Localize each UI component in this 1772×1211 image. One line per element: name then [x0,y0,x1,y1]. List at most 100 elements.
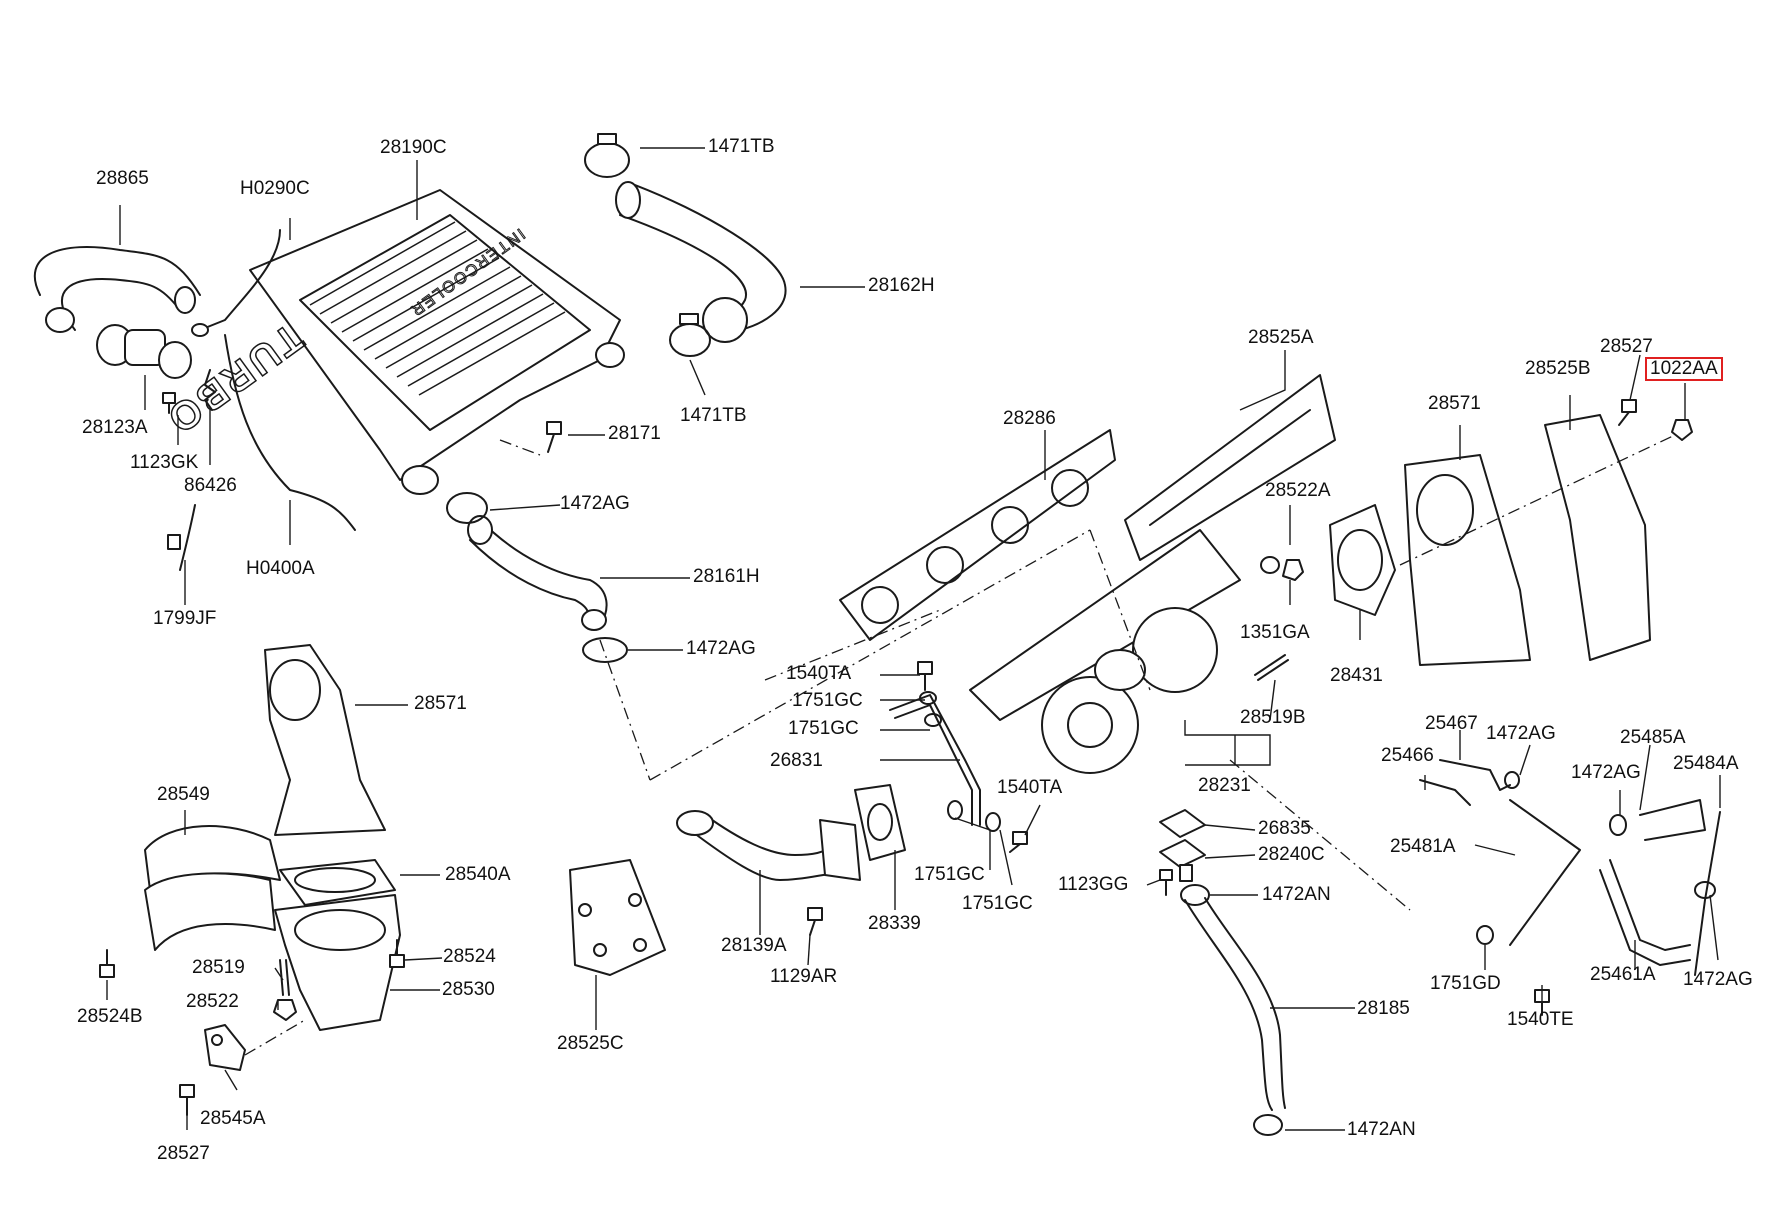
nut-1351GA[interactable] [1282,559,1304,581]
label-28525A[interactable]: 28525A [1248,327,1314,348]
bolt-1540TA-lower[interactable] [1009,831,1028,853]
label-1472AN-bottom[interactable]: 1472AN [1347,1119,1416,1140]
label-1472AG-e[interactable]: 1472AG [1683,969,1753,990]
hose-28865[interactable] [33,246,201,333]
nut-28522[interactable] [273,999,297,1021]
clamp-1472AG-e[interactable] [1694,881,1716,899]
bracket-28525C[interactable] [569,859,666,976]
clamp-1472AG-c[interactable] [1504,771,1520,789]
label-28286[interactable]: 28286 [1003,408,1056,429]
bolt-28524[interactable] [389,939,405,968]
bracket-28545A[interactable] [204,1024,246,1071]
bolt-1123GG[interactable] [1159,869,1173,896]
intercooler-28190C[interactable]: INTERCOOLER TURBO [157,189,625,495]
label-28524B[interactable]: 28524B [77,1006,143,1027]
hose-25485A[interactable] [1639,799,1706,841]
label-25485A[interactable]: 25485A [1620,727,1686,748]
pipe-28139A[interactable] [676,810,861,881]
label-25484A[interactable]: 25484A [1673,753,1739,774]
label-1351GA[interactable]: 1351GA [1240,622,1310,643]
label-28171[interactable]: 28171 [608,423,661,444]
label-1123GK[interactable]: 1123GK [130,452,199,473]
clamp-1472AG-a[interactable] [446,492,488,524]
label-28123A[interactable]: 28123A [82,417,148,438]
label-28162H[interactable]: 28162H [868,275,935,296]
label-28527-top[interactable]: 28527 [1600,336,1653,357]
turbo-outlet-28571-left[interactable] [264,644,386,836]
label-1123GG[interactable]: 1123GG [1058,874,1129,895]
label-25461A[interactable]: 25461A [1590,964,1656,985]
pipe-25481A[interactable] [1509,799,1581,946]
hose-28161H[interactable] [467,515,608,631]
clamp-1472AG-d[interactable] [1609,814,1627,836]
turbo-outlet-28571-right[interactable] [1404,454,1531,666]
label-1751GD[interactable]: 1751GD [1430,973,1501,994]
pipe-25461A[interactable] [1599,859,1691,966]
bolt-28527-top[interactable] [1618,399,1637,426]
hose-25484A[interactable] [1694,811,1721,976]
clamp-1472AG-b[interactable] [582,637,628,663]
label-25467[interactable]: 25467 [1425,713,1478,734]
label-28525B[interactable]: 28525B [1525,358,1591,379]
label-28545A[interactable]: 28545A [200,1108,266,1129]
heat-shield-28549[interactable] [144,825,281,951]
bolt-28527-bottom[interactable] [179,1084,195,1116]
label-28339[interactable]: 28339 [868,913,921,934]
label-26831[interactable]: 26831 [770,750,823,771]
bolt-28171[interactable] [546,421,562,453]
washer-1751GC-a[interactable] [919,691,937,705]
vacuum-hose-H0290C[interactable] [191,229,281,337]
label-H0400A[interactable]: H0400A [246,558,315,579]
label-26835[interactable]: 26835 [1258,818,1311,839]
hose-25466[interactable] [1419,779,1471,806]
label-28522A[interactable]: 28522A [1265,480,1331,501]
vacuum-hose-H0400A[interactable] [224,334,356,531]
turbo-manifold-28231[interactable] [969,529,1241,774]
bolt-1129AR[interactable] [807,907,823,936]
label-1751GC-b[interactable]: 1751GC [788,718,859,739]
label-28190C[interactable]: 28190C [380,137,447,158]
label-28530[interactable]: 28530 [442,979,495,1000]
manifold-gasket-28286[interactable] [839,429,1116,641]
label-1540TA-lower[interactable]: 1540TA [997,777,1063,798]
label-28540A[interactable]: 28540A [445,864,511,885]
clamp-1471TB-lower[interactable] [669,313,711,357]
label-1751GC-c[interactable]: 1751GC [914,864,985,885]
catalytic-converter-28530[interactable] [274,894,401,1031]
label-1751GC-d[interactable]: 1751GC [962,893,1033,914]
label-1540TA-top[interactable]: 1540TA [786,663,852,684]
label-1799JF[interactable]: 1799JF [153,608,217,629]
stud-28519B[interactable] [1254,654,1289,681]
label-28571-right[interactable]: 28571 [1428,393,1481,414]
label-28185[interactable]: 28185 [1357,998,1410,1019]
gasket-28339[interactable] [854,784,906,861]
clamp-1472AN-bottom[interactable] [1253,1114,1283,1136]
label-H0290C[interactable]: H0290C [240,178,310,199]
bolt-1123GK[interactable] [162,392,176,414]
flange-28240C[interactable] [1159,839,1206,882]
washer-1751GC-c[interactable] [947,800,963,820]
clamp-1471TB-top[interactable] [584,133,630,178]
label-25481A[interactable]: 25481A [1390,836,1456,857]
label-28571-left[interactable]: 28571 [414,693,467,714]
gasket-28540A[interactable] [279,859,396,906]
heat-shield-28525A[interactable] [1124,374,1336,561]
label-28240C[interactable]: 28240C [1258,844,1325,865]
label-28519B[interactable]: 28519B [1240,707,1306,728]
label-1472AG-b[interactable]: 1472AG [686,638,756,659]
label-1129AR[interactable]: 1129AR [770,966,838,987]
drain-hose-28185[interactable] [1184,897,1286,1111]
hose-28162H[interactable] [615,181,787,343]
label-28525C[interactable]: 28525C [557,1033,624,1054]
label-1472AN-top[interactable]: 1472AN [1262,884,1331,905]
label-25466[interactable]: 25466 [1381,745,1434,766]
label-28161H[interactable]: 28161H [693,566,760,587]
label-28527-bottom[interactable]: 28527 [157,1143,210,1164]
bracket-86426[interactable] [204,369,216,411]
hose-25467[interactable] [1439,759,1511,791]
label-1471TB-lower[interactable]: 1471TB [680,405,747,426]
label-28522[interactable]: 28522 [186,991,239,1012]
washer-1751GC-d[interactable] [985,812,1001,832]
bolt-1540TA-top[interactable] [917,661,933,691]
nut-1022AA[interactable] [1671,419,1693,441]
